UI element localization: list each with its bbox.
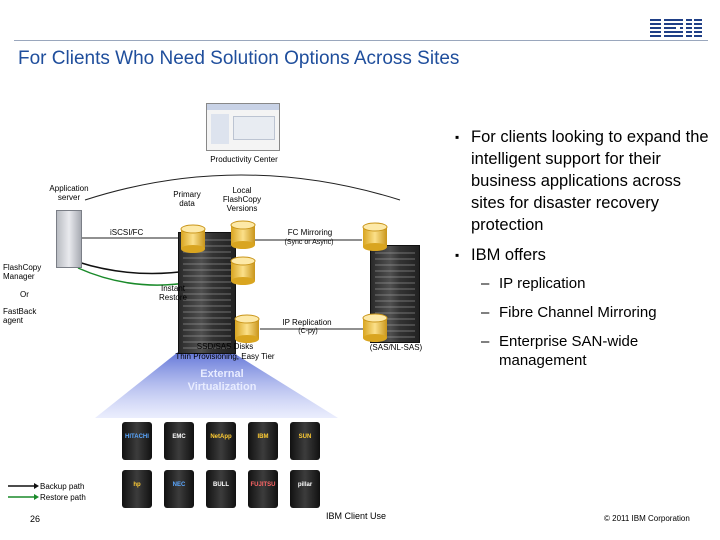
slide-title: For Clients Who Need Solution Options Ac…: [18, 48, 460, 69]
mirror-target-cylinder: [362, 222, 388, 251]
vendor-label: SUN: [298, 434, 312, 440]
vendor-array: HITACHI: [122, 422, 152, 460]
vendor-label: EMC: [172, 434, 186, 440]
footer-copyright: © 2011 IBM Corporation: [604, 514, 690, 523]
vendor-array: EMC: [164, 422, 194, 460]
primary-data-cylinder: [180, 224, 206, 253]
vendor-array: hp: [122, 470, 152, 508]
application-server-icon: [56, 210, 82, 268]
external-virtualization-line-1: External: [200, 368, 244, 380]
sub-bullet-text: Enterprise SAN-wide management: [499, 333, 639, 369]
flashcopy-cylinder-2: [230, 256, 256, 285]
vendor-label: hp: [133, 482, 141, 488]
instant-restore-label: Instant Restore: [158, 284, 187, 302]
ip-replication-target-cylinder: [362, 313, 388, 342]
vendor-label: BULL: [213, 482, 229, 488]
vendor-label: FUJITSU: [250, 482, 276, 488]
vendor-array: BULL: [206, 470, 236, 508]
footer-classification: IBM Client Use: [326, 511, 387, 521]
flashcopy-manager-label: FlashCopy Manager: [3, 263, 42, 281]
thin-provisioning-label: Thin Provisioning, Easy Tier: [175, 352, 275, 361]
vendor-array: IBM: [248, 422, 278, 460]
ibm-logo: [650, 18, 702, 38]
external-virtualization-line-2: Virtualization: [187, 381, 257, 393]
external-virtualization-label: External Virtualization: [170, 368, 274, 394]
bullet-item: For clients looking to expand the intell…: [455, 126, 710, 236]
header-rule: [14, 40, 708, 41]
fc-mirroring-label: FC Mirroring: [287, 228, 333, 237]
sub-bullet-text: IP replication: [499, 275, 586, 292]
sub-bullet-item: –Enterprise SAN-wide management: [481, 333, 639, 369]
ip-replication-label: IP Replication: [282, 318, 332, 327]
ip-replication-source-cylinder: [234, 314, 260, 343]
vendor-array: NEC: [164, 470, 194, 508]
sub-bullet-item: –IP replication: [481, 275, 586, 292]
vendor-array: NetApp: [206, 422, 236, 460]
fastback-agent-label: FastBack agent: [3, 307, 37, 325]
vendor-label: HITACHI: [125, 434, 149, 440]
local-flashcopy-label: Local FlashCopy Versions: [222, 186, 262, 213]
restore-path-label: Restore path: [40, 493, 86, 502]
vendor-array: pillar: [290, 470, 320, 508]
page-number: 26: [30, 514, 41, 524]
virtualization-beam: [95, 352, 338, 418]
flashcopy-cylinder: [230, 220, 256, 249]
application-server-label: Application server: [49, 184, 89, 202]
sas-nlsas-label: (SAS/NL-SAS): [369, 343, 423, 352]
productivity-center-screenshot: [206, 103, 280, 151]
vendor-array: FUJITSU: [248, 470, 278, 508]
iscsi-fc-label: iSCSI/FC: [110, 228, 144, 237]
copy-label: (C-py): [298, 328, 318, 335]
vendor-label: IBM: [257, 434, 269, 440]
productivity-center-label: Productivity Center: [210, 155, 278, 164]
productivity-center-link: [84, 174, 401, 201]
vendor-array: SUN: [290, 422, 320, 460]
bullet-list: For clients looking to expand the intell…: [455, 126, 710, 380]
sub-bullet-item: –Fibre Channel Mirroring: [481, 304, 657, 321]
ssd-sas-label: SSD/SAS Disks: [196, 342, 254, 351]
vendor-label: NetApp: [210, 434, 232, 440]
or-label: Or: [20, 290, 29, 299]
primary-data-label: Primary data: [173, 190, 201, 208]
bullet-item: IBM offers: [455, 244, 710, 266]
remote-storage-rack: [370, 245, 420, 343]
sub-bullet-text: Fibre Channel Mirroring: [499, 304, 657, 321]
vendor-label: pillar: [297, 482, 313, 488]
backup-path-label: Backup path: [40, 482, 85, 491]
vendor-label: NEC: [172, 482, 186, 488]
sync-async-label: (Sync or Async): [284, 239, 334, 246]
